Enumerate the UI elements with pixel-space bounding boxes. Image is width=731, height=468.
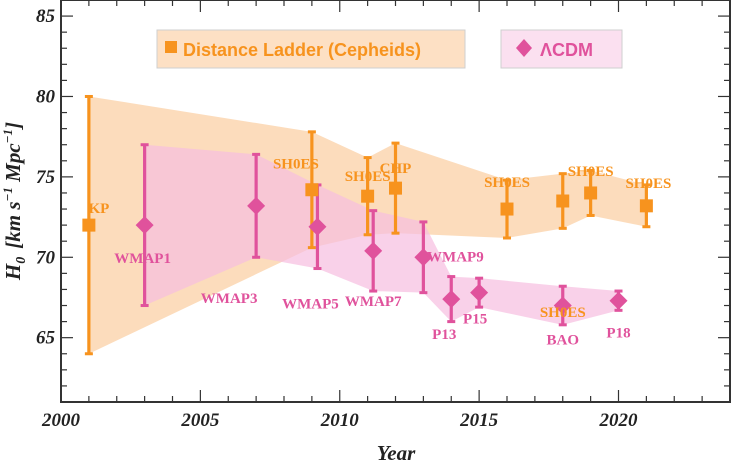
y-axis-units: [km s <box>1 201 25 248</box>
y-tick-label: 65 <box>36 328 56 349</box>
y-axis-units-sup1: −1 <box>0 187 15 201</box>
y-axis-units-end: ] <box>1 122 25 131</box>
data-point-square <box>500 202 514 216</box>
point-label: P18 <box>606 326 630 342</box>
point-label: SH0ES <box>484 175 530 191</box>
data-point-diamond <box>247 196 266 215</box>
x-tick-label: 2010 <box>320 410 360 431</box>
point-label: WMAP9 <box>427 249 484 265</box>
point-label: P15 <box>463 312 487 328</box>
point-label: KP <box>88 201 109 217</box>
x-axis-title: Year <box>377 441 416 465</box>
data-point-square <box>584 186 598 200</box>
point-labels: KPSH0ESSH0ESCHPSH0ESSH0ESSH0ESSH0ESWMAP1… <box>88 157 671 349</box>
point-label: SH0ES <box>625 176 671 192</box>
data-point-square <box>389 181 402 195</box>
point-label: SH0ES <box>273 157 319 173</box>
data-markers <box>82 181 653 315</box>
data-point-diamond <box>414 248 433 267</box>
y-tick-label: 85 <box>36 6 56 27</box>
data-point-diamond <box>553 296 572 315</box>
legend-box-cepheids <box>156 29 466 69</box>
data-point-square <box>361 189 375 203</box>
tick-labels: 65 70 75 80 85 2000 2005 2010 2015 2020 <box>36 6 638 431</box>
data-point-square <box>639 199 653 213</box>
y-axis-units-sup2: −1 <box>0 129 15 143</box>
x-tick-label: 2020 <box>599 410 639 431</box>
data-point-square <box>305 183 319 197</box>
svg-text:H0[km s−1 Mpc−1]: H0[km s−1 Mpc−1] <box>0 122 29 281</box>
band-lcdm <box>144 144 619 325</box>
y-axis-units-mid: Mpc <box>1 143 25 187</box>
x-tick-label: 2005 <box>180 410 220 431</box>
point-label: P13 <box>432 327 456 343</box>
point-label: WMAP5 <box>282 297 339 313</box>
data-point-diamond <box>135 216 154 235</box>
data-point-square <box>82 218 96 232</box>
data-point-diamond <box>442 290 461 309</box>
point-label: SH0ES <box>540 305 586 321</box>
data-point-diamond <box>609 291 628 310</box>
legend-marker-diamond <box>516 39 532 57</box>
point-label: WMAP7 <box>345 294 402 310</box>
point-label: SH0ES <box>345 169 391 185</box>
point-label: WMAP3 <box>201 291 258 307</box>
y-axis-symbol: H <box>1 263 25 281</box>
plot-frame <box>60 0 731 403</box>
point-label: WMAP1 <box>114 251 171 267</box>
legend-label-lcdm: ΛCDM <box>540 40 593 60</box>
legend-marker-square <box>165 41 177 53</box>
point-label: SH0ES <box>568 164 614 180</box>
legend-label-cepheids: Distance Ladder (Cepheids) <box>183 40 421 60</box>
y-tick-label: 70 <box>36 247 56 268</box>
y-axis-title: H0[km s−1 Mpc−1] <box>0 122 29 281</box>
y-axis-subscript: 0 <box>14 257 29 264</box>
data-point-diamond <box>308 217 327 236</box>
y-tick-label: 80 <box>36 86 56 107</box>
legend: Distance Ladder (Cepheids) ΛCDM <box>156 29 623 69</box>
data-point-diamond <box>364 241 383 260</box>
y-tick-label: 75 <box>36 167 56 188</box>
data-point-square <box>556 194 570 208</box>
x-tick-label: 2015 <box>459 410 499 431</box>
data-point-diamond <box>470 283 489 302</box>
point-label: CHP <box>380 161 412 177</box>
point-label: BAO <box>546 333 579 349</box>
x-tick-label: 2000 <box>41 410 81 431</box>
